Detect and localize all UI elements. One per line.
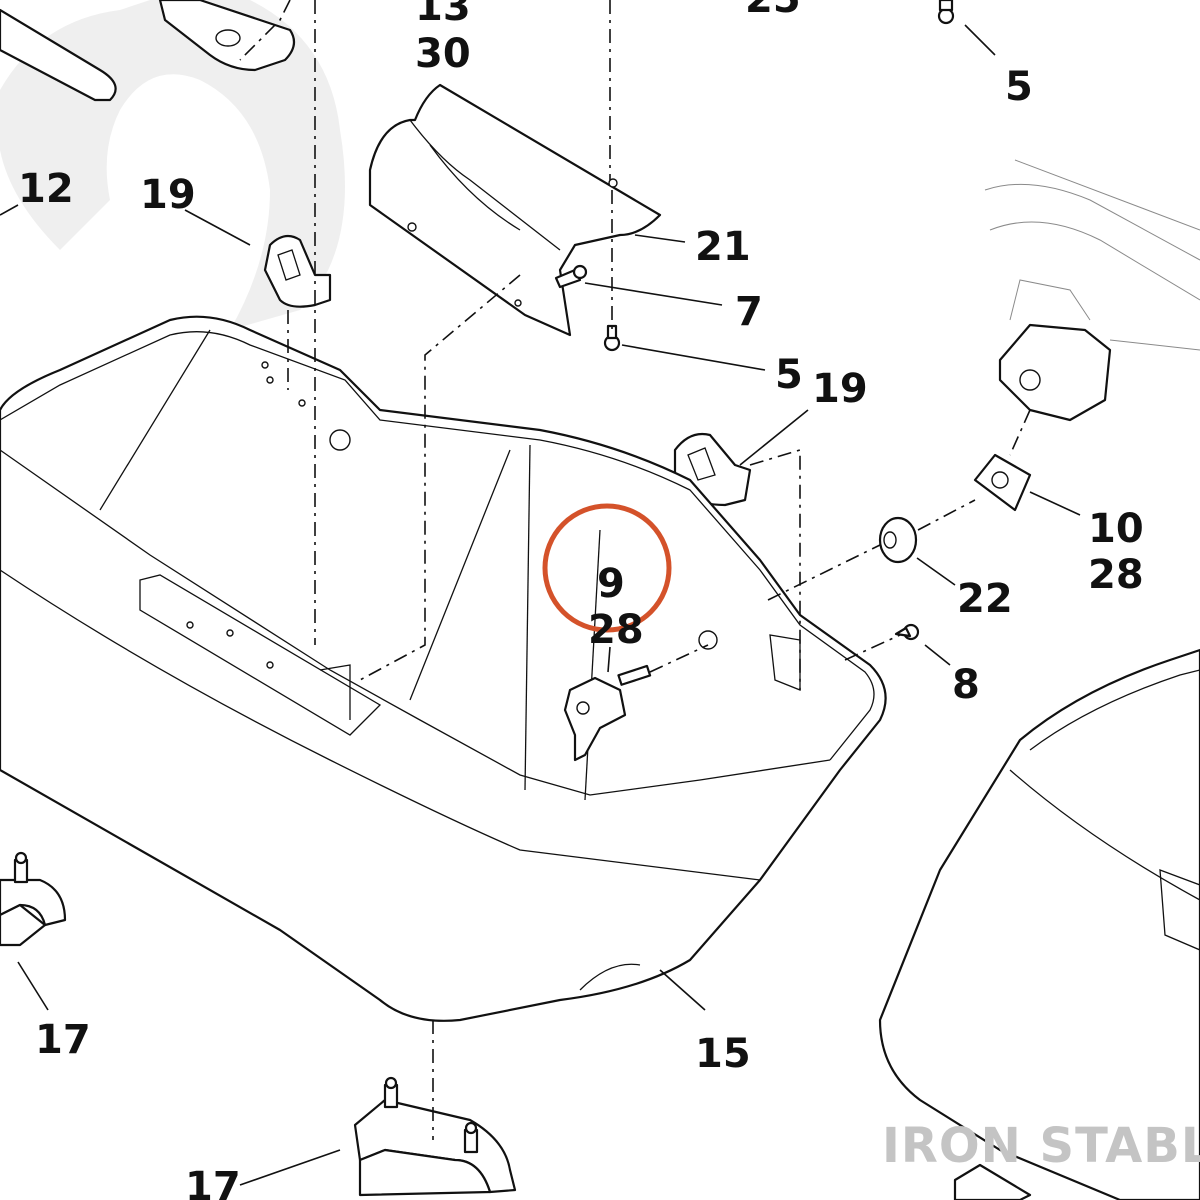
- callout-10: 10: [1088, 506, 1144, 552]
- callout-17-left: 17: [35, 1017, 91, 1063]
- callout-17-bottom: 17: [185, 1164, 241, 1200]
- callout-8: 8: [952, 662, 980, 708]
- callout-25: 25: [745, 0, 801, 22]
- callout-13: 13: [415, 0, 471, 30]
- hinge-cover-part: [368, 83, 662, 337]
- grommet-part: [878, 516, 918, 564]
- saddlebag-right-part: [878, 648, 1200, 1200]
- callout-19-left: 19: [140, 172, 196, 218]
- mount-clamp-bottom: [353, 1076, 517, 1197]
- callout-5-top: 5: [1005, 64, 1033, 110]
- callout-15: 15: [695, 1031, 751, 1077]
- callout-7: 7: [735, 289, 763, 335]
- top-handle-part: [0, 0, 296, 102]
- callout-28-right: 28: [1088, 552, 1144, 598]
- callout-22: 22: [957, 576, 1013, 622]
- iron-stable-watermark: IRON STABLE: [882, 1118, 1200, 1174]
- callout-5-mid: 5: [775, 352, 803, 398]
- latch-knob-part: [563, 664, 652, 762]
- mount-clamp-left: [0, 851, 67, 947]
- assembly-lines: [239, 0, 1031, 1140]
- hinge-bracket-left: [263, 234, 332, 308]
- saddlebag-main-part: [0, 315, 887, 1022]
- callout-28-center: 28: [588, 607, 644, 653]
- highlight-circle: [542, 503, 672, 633]
- screw-part-7: [554, 264, 588, 289]
- callout-30: 30: [415, 31, 471, 77]
- callout-9: 9: [597, 561, 625, 607]
- callout-19-right: 19: [812, 366, 868, 412]
- screw-part-top: [937, 0, 955, 25]
- screw-part-5: [603, 324, 621, 352]
- screw-part-8: [894, 623, 920, 641]
- leader-lines: [0, 24, 1081, 1186]
- frame-mount-outline: [984, 159, 1200, 422]
- clip-nut-part: [973, 453, 1032, 512]
- callout-21: 21: [695, 224, 751, 270]
- callout-12: 12: [18, 166, 74, 212]
